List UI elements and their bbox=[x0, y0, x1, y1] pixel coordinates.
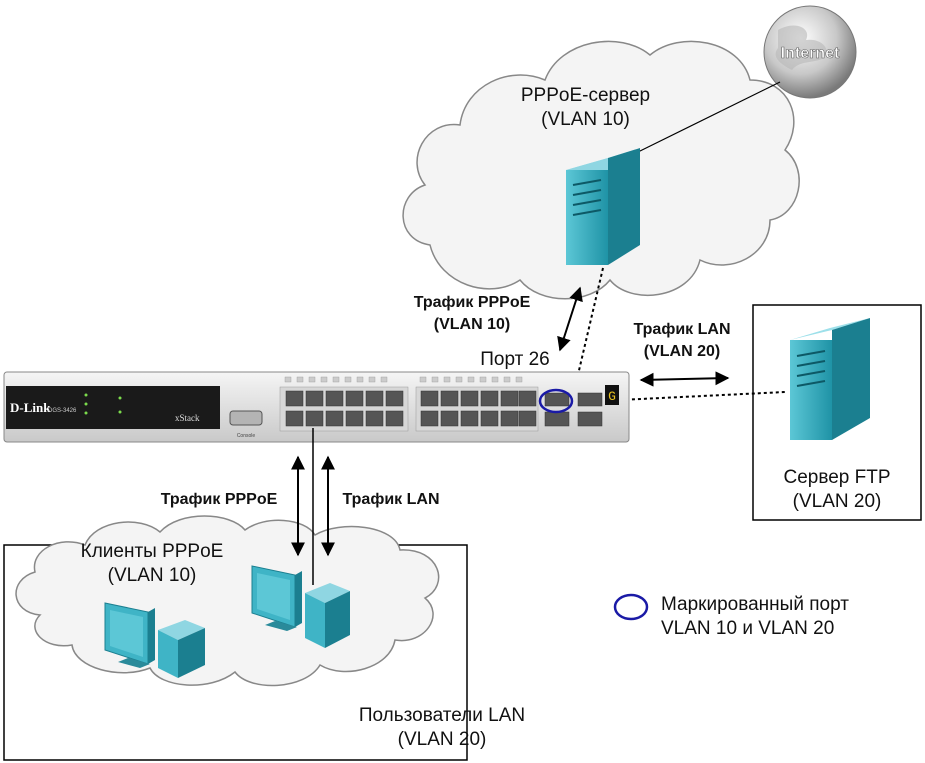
internet-label: Internet bbox=[781, 45, 840, 62]
ftp-server-vlan: (VLAN 20) bbox=[792, 491, 882, 512]
client-pc-1 bbox=[104, 602, 205, 678]
pppoe-traffic-top-label: Трафик PPPoE (VLAN 10) bbox=[392, 292, 552, 336]
pppoe-traffic-bottom-label: Трафик PPPoE bbox=[160, 491, 278, 508]
lan-traffic-top-line2: (VLAN 20) bbox=[643, 343, 721, 360]
arrow-lan-top bbox=[639, 371, 730, 387]
internet-link bbox=[637, 81, 781, 153]
internet-globe: Internet bbox=[763, 5, 857, 99]
link-ftp-server bbox=[577, 391, 786, 403]
pppoe-server-vlan: (VLAN 10) bbox=[541, 109, 630, 130]
legend-line2: VLAN 10 и VLAN 20 bbox=[661, 618, 835, 639]
pppoe-server-label: PPPoE-сервер (VLAN 10) bbox=[498, 84, 673, 132]
pppoe-clients-label: Клиенты PPPoE (VLAN 10) bbox=[72, 540, 232, 588]
arrow-pppoe-top bbox=[557, 286, 583, 352]
dlink-switch: D-Link DGS-3426 xStack Console bbox=[3, 371, 630, 443]
legend-text: Маркированный порт VLAN 10 и VLAN 20 bbox=[661, 593, 849, 641]
console-label: Console bbox=[237, 433, 256, 439]
switch-xstack: xStack bbox=[175, 413, 200, 423]
ftp-server-title: Сервер FTP bbox=[783, 467, 891, 488]
console-port bbox=[229, 410, 263, 426]
lan-users-title: Пользователи LAN bbox=[358, 705, 526, 726]
port-group-1 bbox=[279, 386, 409, 432]
ftp-server-icon bbox=[790, 318, 870, 440]
lan-users-label: Пользователи LAN (VLAN 20) bbox=[352, 704, 532, 752]
tagged-port-marker bbox=[538, 388, 574, 414]
port-digit: G bbox=[608, 389, 616, 404]
pppoe-traffic-top-line2: (VLAN 10) bbox=[433, 316, 511, 333]
ftp-server-label: Сервер FTP (VLAN 20) bbox=[758, 466, 916, 514]
switch-model: DGS-3426 bbox=[48, 408, 77, 414]
legend-marker bbox=[613, 593, 649, 621]
pppoe-server-icon bbox=[566, 148, 640, 265]
lan-traffic-top-label: Трафик LAN (VLAN 20) bbox=[607, 319, 757, 363]
pppoe-clients-title: Клиенты PPPoE bbox=[80, 541, 224, 562]
port-group-2 bbox=[415, 386, 539, 432]
pppoe-server-title: PPPoE-сервер bbox=[520, 85, 651, 106]
pppoe-clients-vlan: (VLAN 10) bbox=[107, 565, 197, 586]
lan-users-vlan: (VLAN 20) bbox=[397, 729, 487, 750]
lan-traffic-top-line1: Трафик LAN bbox=[633, 321, 731, 338]
combo-ports bbox=[544, 392, 603, 427]
legend-line1: Маркированный порт bbox=[661, 594, 849, 615]
lan-traffic-bottom-label: Трафик LAN bbox=[342, 491, 440, 508]
port-26-label: Порт 26 bbox=[480, 349, 550, 370]
client-pc-2 bbox=[251, 565, 350, 648]
switch-brand: D-Link bbox=[10, 400, 51, 415]
pppoe-traffic-top-line1: Трафик PPPoE bbox=[413, 294, 531, 311]
port-digit-display bbox=[605, 385, 619, 405]
